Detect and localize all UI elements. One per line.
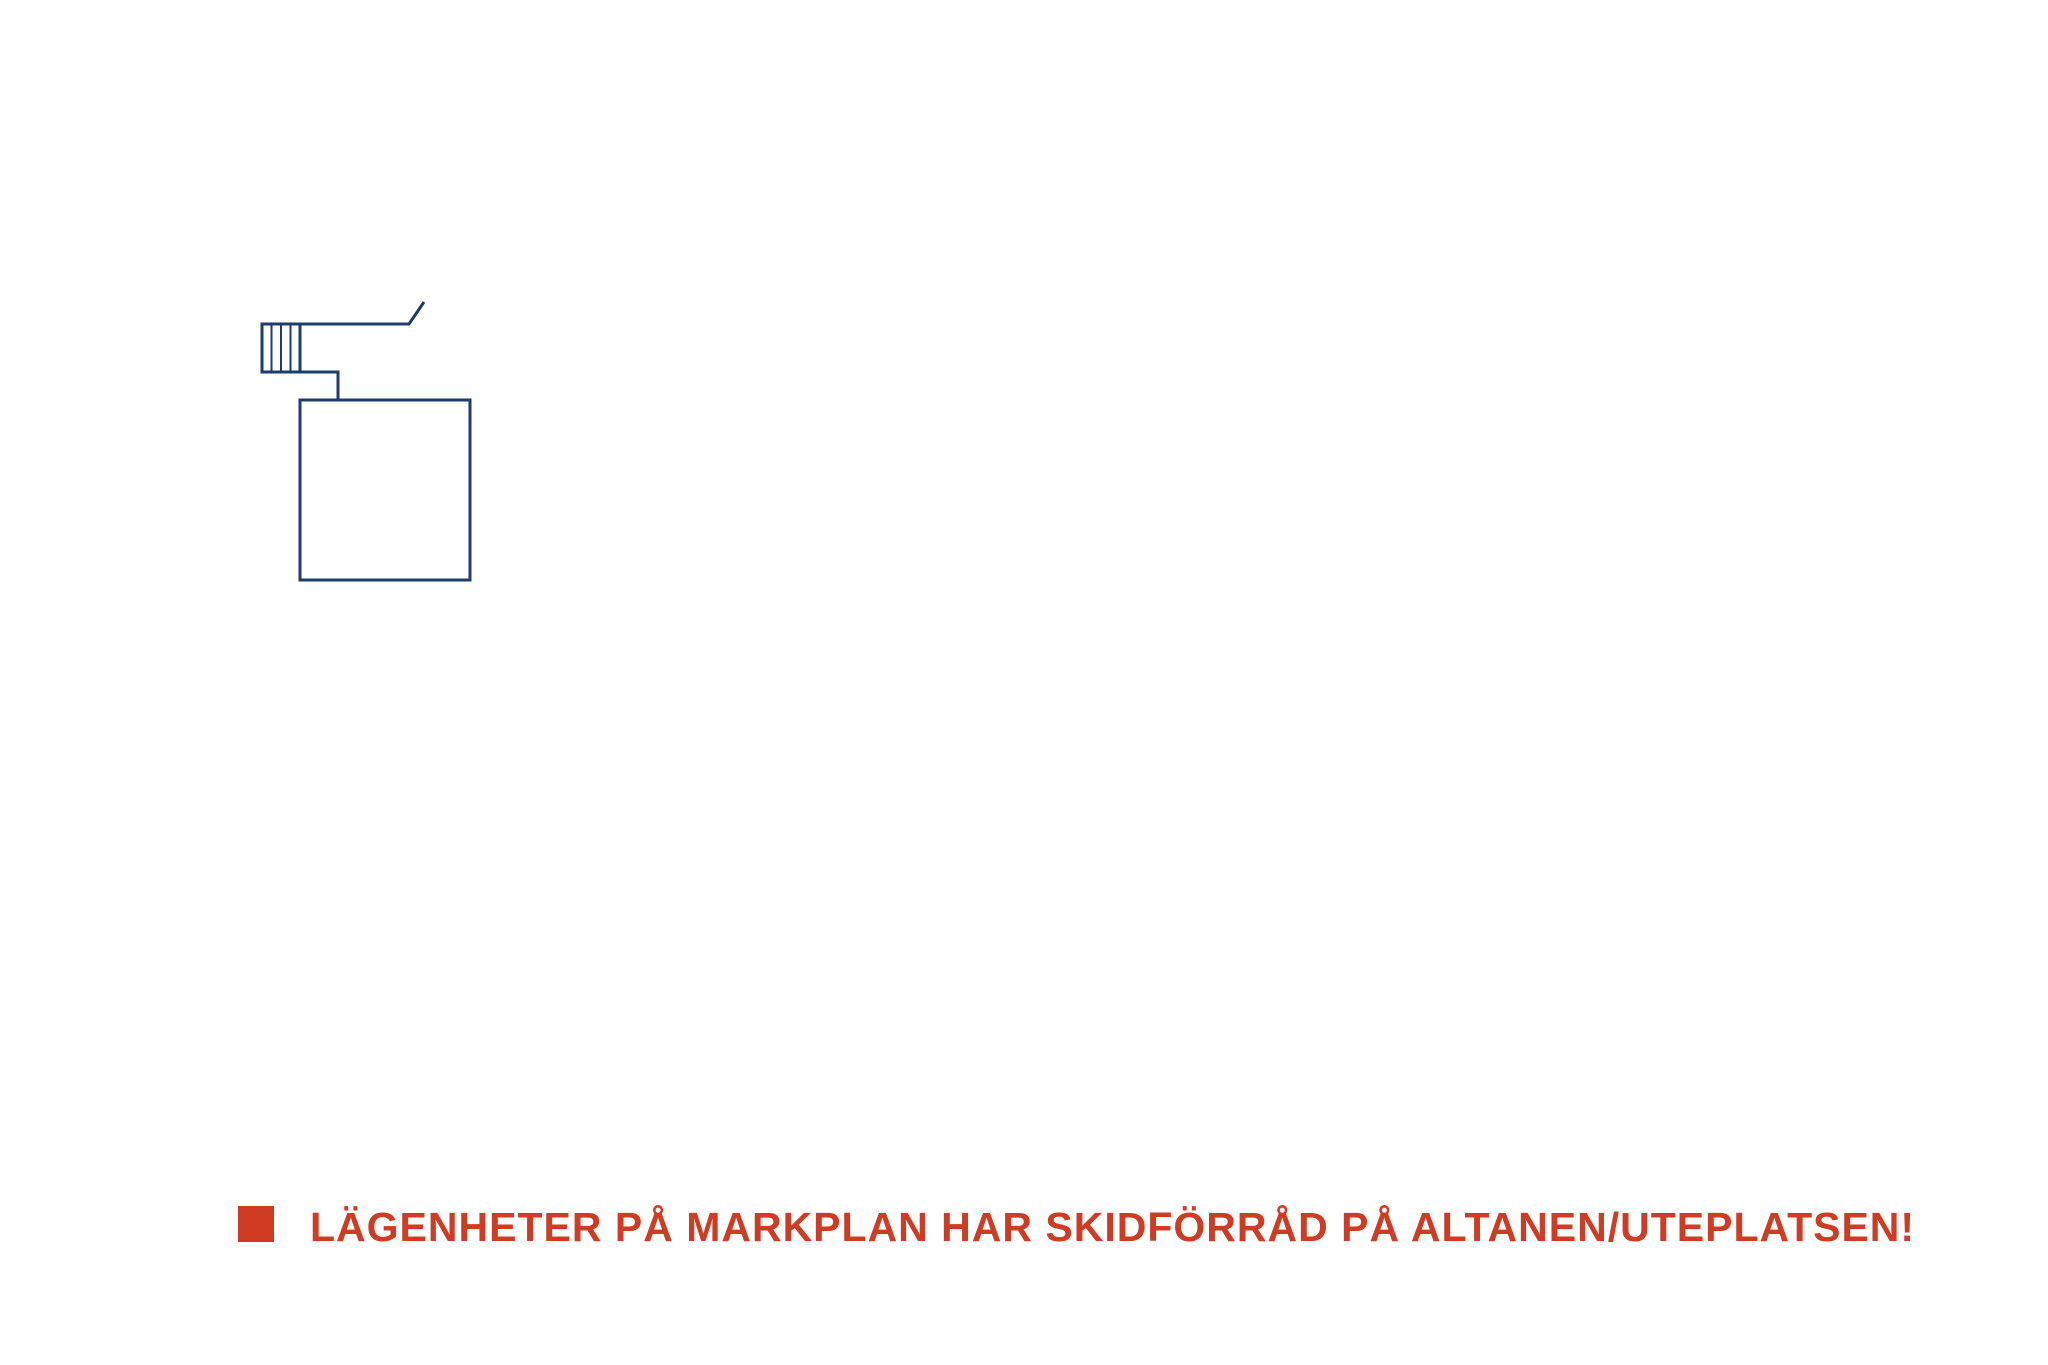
legend: LÄGENHETER PÅ MARKPLAN HAR SKIDFÖRRÅD PÅ…	[238, 1204, 1915, 1250]
big-room	[298, 398, 472, 582]
legend-red-square	[238, 1206, 274, 1242]
building-outline	[300, 301, 426, 326]
plans-layer	[260, 301, 472, 582]
legend-text: LÄGENHETER PÅ MARKPLAN HAR SKIDFÖRRÅD PÅ…	[310, 1204, 1915, 1250]
stairs	[260, 322, 302, 374]
building-outline	[300, 370, 340, 400]
plan-2	[260, 301, 472, 582]
